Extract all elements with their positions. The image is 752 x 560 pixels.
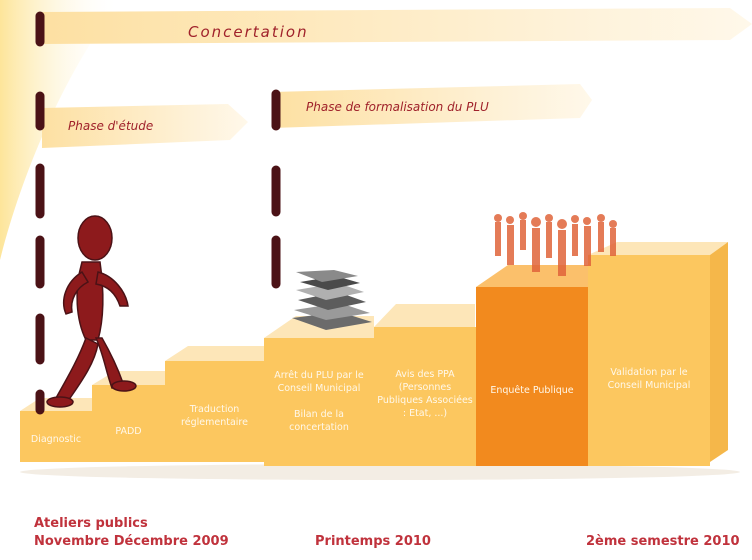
concertation-label: Concertation [188, 23, 309, 41]
caption-novembre-decembre: Novembre Décembre 2009 [34, 534, 229, 549]
step-front-arret [264, 338, 374, 466]
caption-printemps: Printemps 2010 [315, 534, 431, 549]
phase-formalisation-label: Phase de formalisation du PLU [306, 100, 489, 114]
caption-ateliers: Ateliers publics [34, 516, 148, 531]
step-label-traduction: Traduction réglementaire [181, 404, 248, 428]
crowd-image [494, 212, 617, 276]
step-front-validation [588, 255, 710, 466]
step-label-padd: PADD [115, 425, 142, 437]
step-front-diagnostic [20, 411, 92, 462]
walking-figure [46, 215, 137, 408]
caption-deuxieme-semestre: 2ème semestre 2010 [586, 534, 740, 549]
phase-etude-label: Phase d'étude [68, 119, 154, 133]
step-label-diagnostic: Diagnostic [30, 433, 82, 445]
concertation-banner [42, 8, 752, 44]
books-image [292, 270, 372, 330]
step-front-enquete [476, 287, 588, 466]
phase-formalisation-banner [272, 84, 592, 128]
phase-etude-banner [42, 104, 248, 148]
step-front-traduction [165, 361, 264, 462]
step-label-arret: Arrêt du PLU par le Conseil Municipal Bi… [274, 369, 364, 433]
step-label-enquete: Enquête Publique [490, 384, 574, 396]
step-front-avis [374, 327, 476, 466]
step-label-validation: Validation par le Conseil Municipal [607, 367, 691, 391]
step-front-padd [92, 385, 165, 462]
step-label-avis: Avis des PPA (Personnes Publiques Associ… [377, 369, 473, 419]
